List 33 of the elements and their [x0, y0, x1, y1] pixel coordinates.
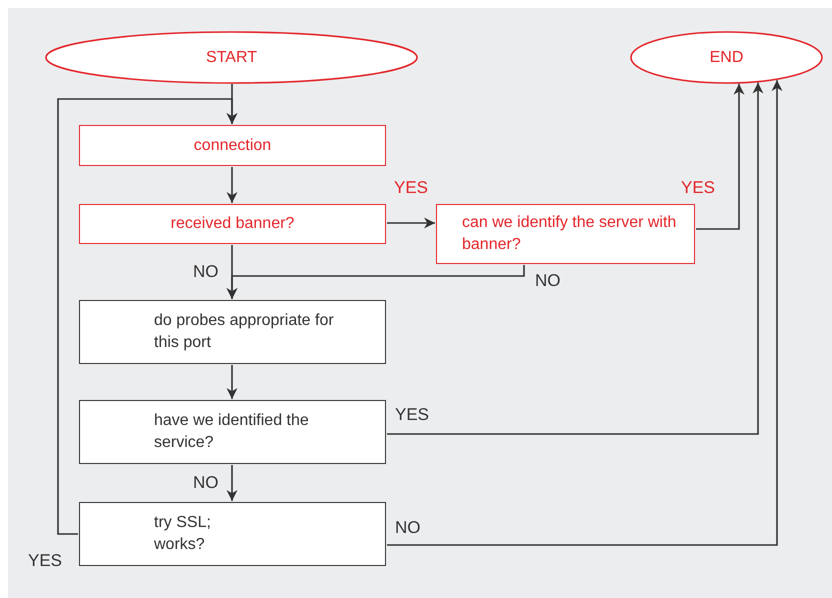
edge-label: YES: [681, 178, 716, 198]
process-box: [79, 204, 386, 244]
arrow: [57, 98, 238, 535]
process-box: [79, 125, 386, 166]
arrow: [387, 82, 764, 435]
process-box: [436, 204, 695, 264]
process-box: [79, 502, 386, 566]
edge-label: YES: [28, 551, 62, 571]
edge-label: NO: [395, 518, 420, 538]
arrow: [226, 365, 238, 399]
edge-label: YES: [394, 178, 428, 198]
terminal-ellipse: [630, 31, 823, 84]
node-text: can we identify the server with banner?: [462, 213, 678, 255]
edge-label: YES: [395, 405, 430, 425]
process-box: [79, 300, 386, 364]
arrow: [696, 84, 744, 230]
node-text: START: [206, 48, 257, 68]
node-text: try SSL; works?: [154, 513, 212, 555]
process-box: [79, 400, 386, 464]
arrow: [387, 218, 435, 228]
arrow: [226, 465, 238, 501]
node-text: END: [710, 48, 744, 68]
node-text: do probes appropriate for this port: [154, 311, 335, 353]
node-text: received banner?: [170, 214, 294, 234]
edge-label: NO: [193, 262, 218, 282]
arrow: [387, 80, 782, 546]
node-text: have we identified the service?: [154, 411, 310, 453]
terminal-ellipse: [45, 31, 418, 84]
edge-label: NO: [193, 473, 218, 493]
edge-label: NO: [535, 271, 560, 291]
node-text: connection: [194, 136, 272, 156]
arrow: [226, 167, 238, 203]
arrow: [226, 245, 238, 299]
